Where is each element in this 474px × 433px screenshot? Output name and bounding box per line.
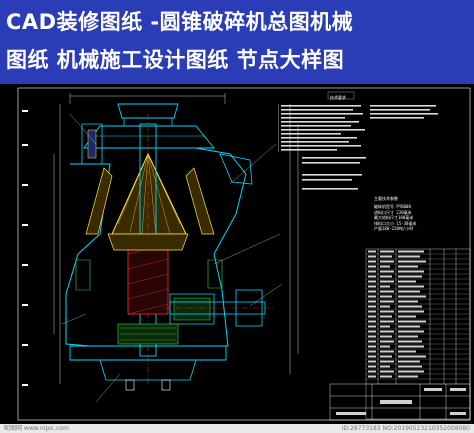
footer-id-text: ID:28773183 NO:20190523210352008080 bbox=[341, 425, 470, 432]
tech-requirements-text-right bbox=[368, 104, 440, 124]
spec-list: 破碎机型号 PYB600 进料口尺寸 220毫米 最大给料尺寸180毫米 排料口… bbox=[374, 204, 416, 232]
tech-notes-lower bbox=[300, 156, 370, 196]
footer-site-text: 昵图网 www.nipic.com bbox=[4, 425, 69, 432]
title-block-text-marks bbox=[336, 388, 466, 415]
crusher-section-drawing bbox=[61, 103, 283, 403]
spec-title: 主要技术参数 bbox=[374, 196, 398, 201]
title-banner: CAD装修图纸 -圆锥破碎机总图机械 图纸 机械施工设计图纸 节点大样图 bbox=[0, 0, 474, 84]
tech-requirements-right-marks bbox=[370, 105, 438, 119]
tech-notes-lower-marks bbox=[302, 157, 366, 190]
spec-line: 排料口大小 15-38毫米 bbox=[374, 220, 417, 226]
spec-line: 最大给料尺寸180毫米 bbox=[374, 215, 414, 220]
tech-requirements-title: 技术要求 bbox=[330, 95, 346, 100]
banner-title-line-2: 图纸 机械施工设计图纸 节点大样图 bbox=[6, 48, 345, 72]
parts-list-text-marks bbox=[368, 250, 426, 378]
spec-line: 破碎机型号 PYB600 bbox=[374, 204, 411, 209]
watermark-footer: 昵图网 www.nipic.com ID:28773183 NO:2019052… bbox=[0, 424, 474, 433]
part-number-labels bbox=[22, 110, 28, 386]
spec-line: 产量180-220吨/小时 bbox=[374, 226, 414, 231]
tech-requirements-block bbox=[327, 91, 355, 100]
cad-drawing-area: 技术要求 bbox=[0, 84, 474, 424]
title-block bbox=[329, 383, 471, 421]
parts-list-rows bbox=[366, 253, 470, 385]
spec-line: 进料口尺寸 220毫米 bbox=[374, 209, 412, 215]
cad-drawing bbox=[17, 87, 471, 421]
tech-requirements-text-marks bbox=[281, 105, 365, 151]
banner-title-line-1: CAD装修图纸 -圆锥破碎机总图机械 bbox=[6, 10, 354, 34]
tech-requirements-text-lines bbox=[278, 104, 367, 152]
